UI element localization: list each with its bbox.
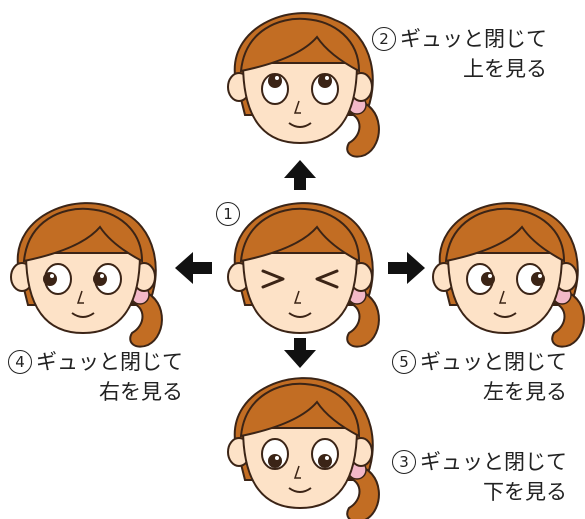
step-number: 2 [372, 27, 396, 51]
face-look-down [227, 377, 380, 519]
face-look-right [10, 202, 163, 348]
caption-text: ギュッと閉じて [420, 350, 567, 374]
caption-text: ギュッと閉じて [36, 350, 183, 374]
caption-line2: 左を見る [483, 380, 567, 404]
caption-text: ギュッと閉じて [400, 27, 547, 51]
face-look-up [227, 12, 380, 158]
face-look-left [432, 202, 585, 348]
caption-line2: 右を見る [99, 380, 183, 404]
arrow-up-icon [284, 160, 316, 190]
step-number-1: 1 [216, 202, 240, 226]
arrow-right-icon [388, 252, 425, 284]
face-eyes-closed [227, 202, 380, 348]
step-number: 4 [8, 350, 32, 374]
arrow-left-icon [175, 252, 212, 284]
caption-line2: 上を見る [463, 57, 547, 81]
arrow-down-icon [284, 338, 316, 368]
caption-text: ギュッと閉じて [420, 450, 567, 474]
step-number: 3 [392, 450, 416, 474]
caption-line2: 下を見る [483, 480, 567, 504]
step-number: 5 [392, 350, 416, 374]
